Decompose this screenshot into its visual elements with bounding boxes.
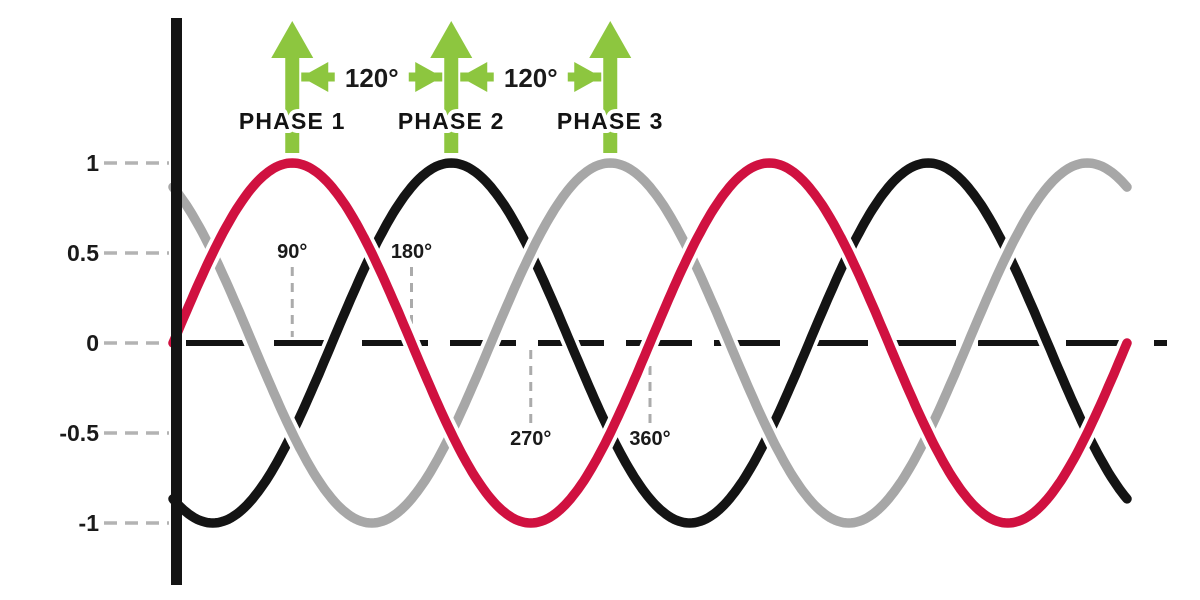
curve-phase-2 (168, 158, 1132, 528)
phase-arrow (589, 21, 632, 153)
y-tick-labels-layer: 1 0.5 0 -0.5 -1 (59, 150, 99, 536)
degree-marker-label: 180° (391, 241, 432, 263)
separation-label-background (334, 58, 409, 96)
separation-arrow-right-head-icon (574, 62, 602, 92)
degree-marker-label: 90° (277, 241, 307, 263)
phase-arrow-head-icon (271, 21, 314, 58)
phase-arrow (430, 21, 473, 153)
phase-label: PHASE 1 (239, 108, 346, 134)
grid-layer (104, 161, 1167, 525)
separation-label-background (493, 58, 568, 96)
phase-arrow-shaft (603, 52, 618, 153)
y-tick-label: -1 (79, 510, 100, 536)
phase-labels-layer: PHASE 1 PHASE 2 PHASE 3 (235, 104, 667, 138)
phase-arrow (271, 21, 314, 153)
phase-arrow-shaft (285, 52, 300, 153)
phase-arrow-shaft (444, 52, 459, 153)
separation-arrows-layer: 120° 120° (301, 58, 602, 96)
y-axis-bar (171, 18, 182, 585)
phase-arrow-head-icon (589, 21, 632, 58)
separation-label: 120° (345, 63, 399, 93)
degree-markers-layer: 90° 180° 270° 360° (277, 241, 671, 450)
separation-arrow-left-head-icon (301, 62, 329, 92)
phase-label: PHASE 2 (398, 108, 505, 134)
separation-arrow: 120° (460, 58, 602, 96)
degree-marker-label: 360° (629, 428, 670, 450)
curves-layer (164, 154, 1136, 532)
curve-phase-3 (168, 158, 1132, 528)
separation-label: 120° (504, 63, 558, 93)
separation-arrow: 120° (301, 58, 443, 96)
y-tick-label: 0.5 (67, 240, 99, 266)
degree-marker-label: 270° (510, 428, 551, 450)
y-tick-label: -0.5 (59, 420, 99, 446)
separation-arrow-left-head-icon (460, 62, 488, 92)
phase-arrow-head-icon (430, 21, 473, 58)
phase-label: PHASE 3 (557, 108, 664, 134)
separation-arrow-right-head-icon (415, 62, 443, 92)
curve-phase-1 (168, 158, 1132, 528)
y-tick-label: 0 (86, 330, 99, 356)
y-tick-label: 1 (86, 150, 99, 176)
phase-arrows-layer (271, 21, 632, 153)
axis-layer (171, 18, 182, 585)
